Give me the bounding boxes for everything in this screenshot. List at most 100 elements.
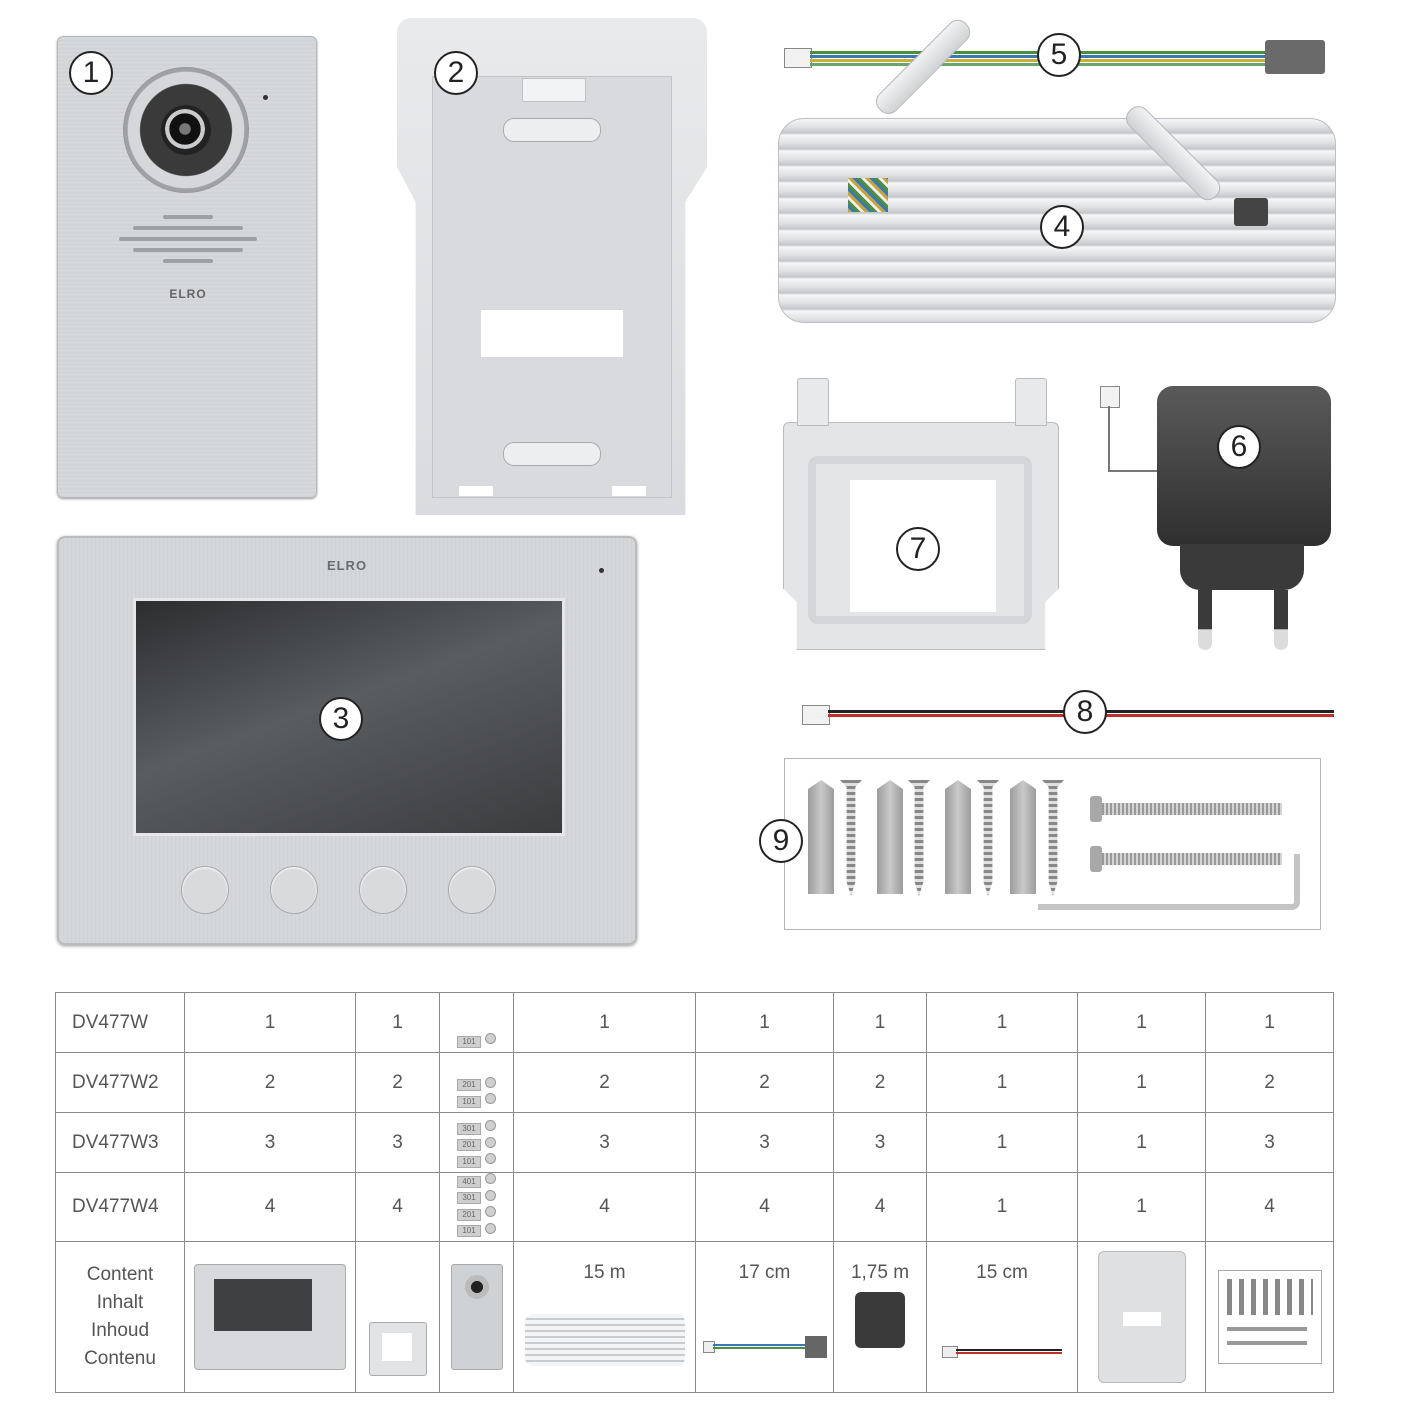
door-station-thumb [450, 1264, 503, 1371]
cable-length-label: 15 m [583, 1262, 626, 1284]
call-button-icon [484, 1206, 496, 1218]
door-id-label: 301 [457, 1192, 481, 1205]
call-button-icon [484, 1189, 496, 1201]
door-id-cell: 401 301 201 101 [439, 1171, 514, 1243]
door-id-chip: 101 [457, 1153, 496, 1168]
qty-cell: 1 [926, 992, 1078, 1053]
door-id-label: 201 [457, 1208, 481, 1221]
door-id-label: 101 [457, 1036, 481, 1048]
callout-5: 5 [1037, 33, 1081, 77]
hardware-thumb [1217, 1270, 1322, 1365]
qty-cell: 2 [1205, 1052, 1334, 1113]
door-id-label: 101 [457, 1225, 481, 1238]
door-id-chip: 201 [457, 1136, 496, 1152]
call-button-icon [484, 1093, 496, 1105]
door-id-label: 201 [457, 1079, 481, 1092]
adapter-thumb [855, 1292, 905, 1349]
monitor-button-monitor[interactable] [359, 866, 407, 914]
content-door-cell [439, 1241, 514, 1394]
qty-cell: 2 [355, 1052, 440, 1113]
content-rain-cover-cell [1077, 1241, 1206, 1394]
short-cable-thumb [702, 1336, 827, 1359]
qty-cell: 4 [513, 1171, 696, 1243]
rain-cover-tab [522, 78, 586, 102]
qty-cell: 2 [184, 1052, 356, 1113]
wall-plug-2 [877, 780, 903, 894]
qty-cell: 3 [184, 1112, 356, 1173]
qty-cell: 1 [695, 992, 834, 1053]
qty-cell: 3 [513, 1112, 696, 1173]
door-id-chip: 301 [457, 1189, 496, 1205]
door-id-label: 301 [457, 1122, 481, 1135]
qty-cell: 4 [833, 1171, 927, 1243]
rain-cover-window [481, 310, 623, 357]
content-bracket-cell [355, 1241, 440, 1394]
door-id-label: 401 [457, 1175, 481, 1188]
model-cell: DV477W2 [55, 1052, 185, 1113]
door-id-chip: 401 [457, 1173, 496, 1188]
call-button-icon [484, 1033, 496, 1045]
qty-cell: 3 [1205, 1112, 1334, 1173]
mount-slot-top [503, 118, 601, 142]
qty-cell: 3 [695, 1112, 834, 1173]
cable-coil-thumb [524, 1314, 685, 1367]
hex-key [1038, 854, 1300, 910]
monitor-mic [599, 568, 604, 573]
door-station: ELRO [57, 36, 317, 498]
wall-plug-3 [945, 780, 971, 894]
qty-cell: 3 [355, 1112, 440, 1173]
mounting-bolt-2 [1090, 846, 1282, 872]
model-cell: DV477W3 [55, 1112, 185, 1173]
qty-cell: 1 [184, 992, 356, 1053]
content-label: Inhalt [96, 1292, 144, 1314]
power-cable-thumb [942, 1346, 1062, 1359]
qty-cell: 1 [1077, 1052, 1206, 1113]
short-cable-length-label: 17 cm [738, 1262, 791, 1284]
door-id-chip: 201 [457, 1206, 496, 1221]
qty-cell: 2 [695, 1052, 834, 1113]
callout-8: 8 [1063, 690, 1107, 734]
monitor-logo: ELRO [326, 558, 368, 573]
adapter-lead [1108, 406, 1162, 472]
call-button-icon [484, 1153, 496, 1165]
call-button-icon [484, 1076, 496, 1088]
qty-cell: 4 [1205, 1171, 1334, 1243]
bracket-frame [808, 456, 1032, 624]
adapter-length-label: 1,75 m [850, 1262, 910, 1284]
monitor-button-unlock[interactable] [270, 866, 318, 914]
rain-cover-inner [432, 76, 672, 498]
callout-2: 2 [434, 51, 478, 95]
qty-cell: 1 [926, 1112, 1078, 1173]
qty-cell: 2 [513, 1052, 696, 1113]
content-label: Content [86, 1264, 154, 1286]
brand-logo: ELRO [169, 287, 207, 301]
cable-plug-right [1234, 198, 1268, 226]
bracket-thumb [368, 1322, 427, 1377]
monitor-button-talk[interactable] [181, 866, 229, 914]
qty-cell: 4 [355, 1171, 440, 1243]
call-button-icon [484, 1136, 496, 1148]
callout-4: 4 [1040, 205, 1084, 249]
content-power-cable-cell: 15 cm [926, 1241, 1078, 1394]
qty-cell: 1 [513, 992, 696, 1053]
camera-center [165, 109, 205, 149]
content-hardware-cell [1205, 1241, 1334, 1394]
door-id-label: 201 [457, 1139, 481, 1152]
qty-cell: 1 [1077, 1112, 1206, 1173]
wall-plug-4 [1010, 780, 1036, 894]
callout-6: 6 [1217, 425, 1261, 469]
call-button-icon [484, 1222, 496, 1234]
power-cable-length-label: 15 cm [976, 1262, 1028, 1284]
monitor-button-hangup[interactable] [448, 866, 496, 914]
bracket-tab-left [797, 378, 829, 426]
mounting-bolt-1 [1090, 796, 1282, 822]
speaker-grille [118, 215, 258, 275]
model-cell: DV477W [55, 992, 185, 1053]
content-short-cable-cell: 17 cm [695, 1241, 834, 1394]
qty-cell: 1 [833, 992, 927, 1053]
